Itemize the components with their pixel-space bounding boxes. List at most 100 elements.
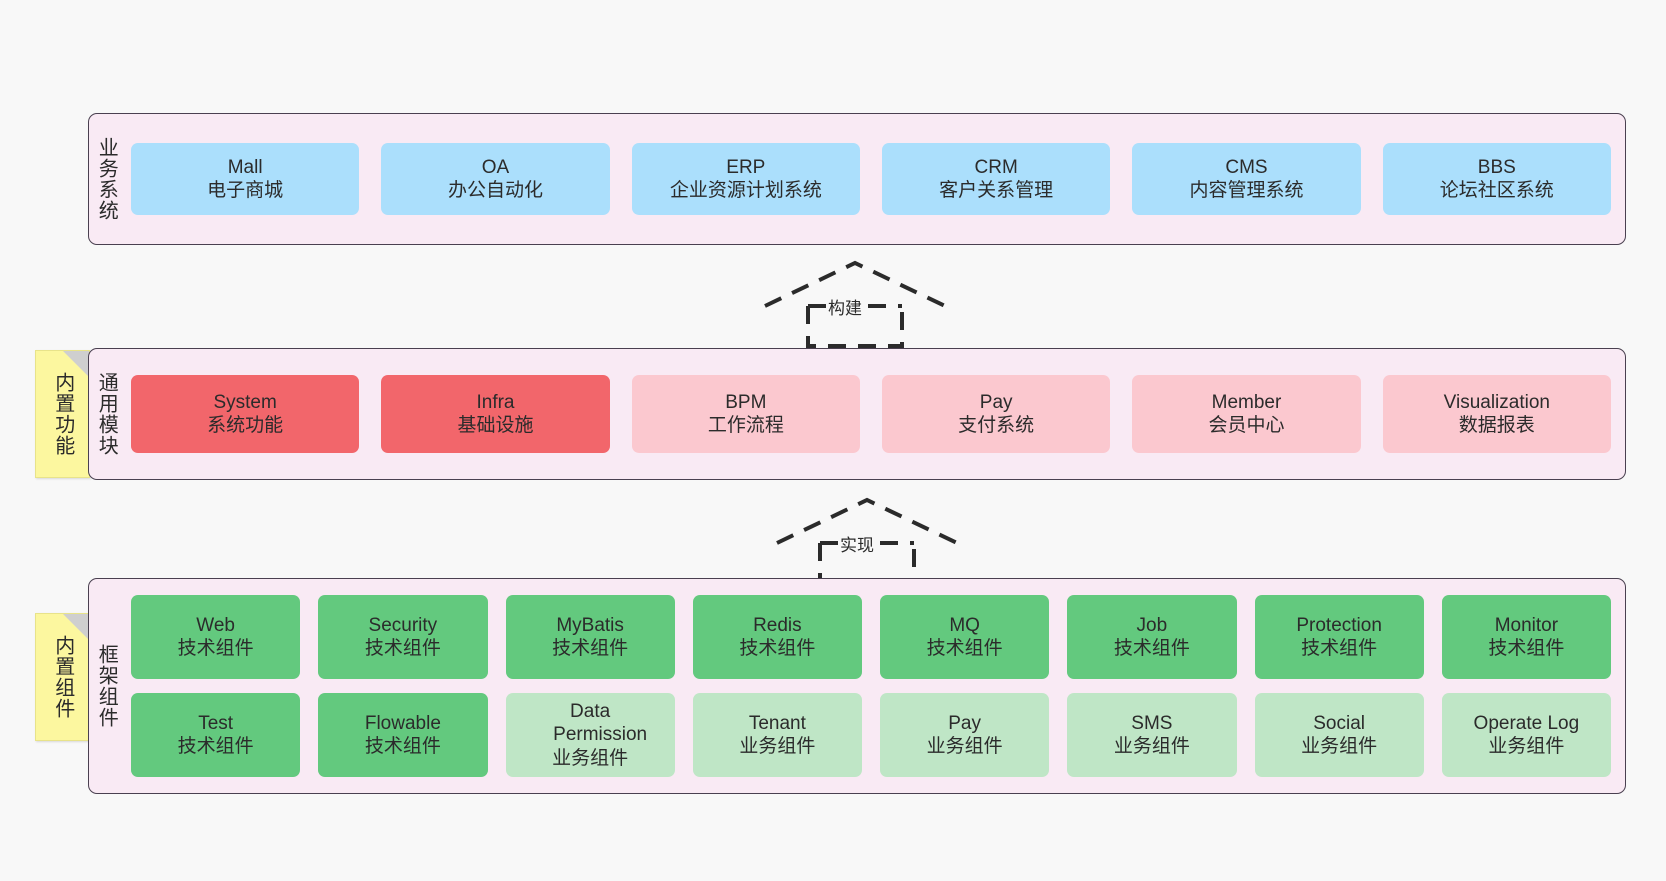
module-card-erp[interactable]: ERP 企业资源计划系统 <box>631 143 860 215</box>
layer-row: Web 技术组件 Security 技术组件 MyBatis 技术组件 Redi… <box>131 595 1611 679</box>
component-subtitle: 业务组件 <box>1488 736 1565 757</box>
component-name: Pay <box>948 712 981 734</box>
component-card-data-permission[interactable]: Data Permission 业务组件 <box>505 693 675 777</box>
module-subtitle: 论坛社区系统 <box>1439 180 1554 201</box>
sticky-note-builtin-features: 内置功能 <box>35 350 90 478</box>
component-card-web[interactable]: Web 技术组件 <box>131 595 301 679</box>
module-name: BPM <box>725 391 767 413</box>
layer-title-framework-components: 框架组件 <box>95 644 118 728</box>
component-card-social[interactable]: Social 业务组件 <box>1254 693 1424 777</box>
component-card-monitor[interactable]: Monitor 技术组件 <box>1441 595 1611 679</box>
component-subtitle: 业务组件 <box>552 747 629 769</box>
component-card-sms[interactable]: SMS 业务组件 <box>1067 693 1237 777</box>
component-subtitle: 技术组件 <box>1488 638 1565 659</box>
generalization-triangle-icon <box>764 260 946 308</box>
module-name: OA <box>481 156 510 178</box>
module-name: Infra <box>476 391 515 413</box>
module-name: CRM <box>974 156 1018 178</box>
layer-body-framework-components: Web 技术组件 Security 技术组件 MyBatis 技术组件 Redi… <box>123 579 1625 793</box>
component-name: Job <box>1136 614 1168 636</box>
layer-row: Mall 电子商城 OA 办公自动化 ERP 企业资源计划系统 CRM 客户关系… <box>131 143 1611 215</box>
layer-framework-components: 框架组件 Web 技术组件 Security 技术组件 MyBatis 技术组件… <box>88 578 1626 794</box>
component-name: Web <box>196 614 235 636</box>
component-card-operate-log[interactable]: Operate Log 业务组件 <box>1441 693 1611 777</box>
component-name: Test <box>198 712 234 734</box>
component-card-security[interactable]: Security 技术组件 <box>318 595 488 679</box>
connector-build: 构建 <box>760 258 950 350</box>
module-subtitle: 电子商城 <box>207 180 284 201</box>
layer-row: System 系统功能 Infra 基础设施 BPM 工作流程 Pay 支付系统… <box>131 375 1611 453</box>
module-subtitle: 工作流程 <box>707 415 784 436</box>
module-card-infra[interactable]: Infra 基础设施 <box>381 375 610 453</box>
component-card-test[interactable]: Test 技术组件 <box>131 693 301 777</box>
component-name: Redis <box>753 614 802 636</box>
module-name: Pay <box>979 391 1013 413</box>
component-name: MyBatis <box>556 614 624 636</box>
layer-row: Test 技术组件 Flowable 技术组件 Data Permission … <box>131 693 1611 777</box>
component-name: MQ <box>949 614 980 636</box>
layer-business-systems: 业务系统 Mall 电子商城 OA 办公自动化 ERP 企业资源计划系统 CRM… <box>88 113 1626 245</box>
module-name: Mall <box>227 156 263 178</box>
component-name: Protection <box>1296 614 1382 636</box>
connector-shaft <box>818 543 916 585</box>
component-card-pay[interactable]: Pay 业务组件 <box>880 693 1050 777</box>
component-card-mybatis[interactable]: MyBatis 技术组件 <box>505 595 675 679</box>
component-name: Tenant <box>748 712 806 734</box>
module-card-member[interactable]: Member 会员中心 <box>1132 375 1361 453</box>
module-card-bpm[interactable]: BPM 工作流程 <box>631 375 860 453</box>
component-subtitle: 业务组件 <box>739 736 816 757</box>
module-card-pay[interactable]: Pay 支付系统 <box>881 375 1111 453</box>
note-fold-corner-icon <box>63 614 89 640</box>
component-subtitle: 技术组件 <box>364 638 441 659</box>
component-card-flowable[interactable]: Flowable 技术组件 <box>318 693 488 777</box>
component-subtitle: 技术组件 <box>1113 638 1190 659</box>
component-card-job[interactable]: Job 技术组件 <box>1067 595 1237 679</box>
connector-shaft <box>806 306 904 348</box>
sticky-note-builtin-components: 内置组件 <box>35 613 90 741</box>
component-name: Data Permission <box>553 701 648 746</box>
module-name: System <box>213 391 277 413</box>
module-name: Member <box>1211 391 1282 413</box>
module-card-crm[interactable]: CRM 客户关系管理 <box>881 143 1111 215</box>
component-subtitle: 技术组件 <box>926 638 1003 659</box>
component-name: Operate Log <box>1473 712 1580 734</box>
sticky-note-label: 内置组件 <box>51 635 74 719</box>
layer-title-business-systems: 业务系统 <box>95 137 118 221</box>
module-card-visualization[interactable]: Visualization 数据报表 <box>1382 375 1611 453</box>
sticky-note-label: 内置功能 <box>51 372 74 456</box>
component-name: Social <box>1313 712 1365 734</box>
component-card-protection[interactable]: Protection 技术组件 <box>1254 595 1424 679</box>
layer-common-modules: 通用模块 System 系统功能 Infra 基础设施 BPM 工作流程 Pay… <box>88 348 1626 480</box>
module-card-oa[interactable]: OA 办公自动化 <box>381 143 610 215</box>
component-subtitle: 技术组件 <box>177 736 254 757</box>
module-subtitle: 内容管理系统 <box>1189 180 1304 201</box>
component-card-redis[interactable]: Redis 技术组件 <box>692 595 862 679</box>
component-subtitle: 业务组件 <box>1113 736 1190 757</box>
note-fold-corner-icon <box>63 351 89 377</box>
connector-label-implement: 实现 <box>838 531 876 556</box>
module-subtitle: 会员中心 <box>1208 415 1285 436</box>
module-card-system[interactable]: System 系统功能 <box>131 375 360 453</box>
module-subtitle: 数据报表 <box>1458 415 1535 436</box>
component-name: Flowable <box>364 712 441 734</box>
module-subtitle: 企业资源计划系统 <box>669 180 822 201</box>
layer-body-common-modules: System 系统功能 Infra 基础设施 BPM 工作流程 Pay 支付系统… <box>123 349 1625 479</box>
module-subtitle: 基础设施 <box>457 415 534 436</box>
layer-title-common-modules: 通用模块 <box>95 372 118 456</box>
component-card-tenant[interactable]: Tenant 业务组件 <box>692 693 862 777</box>
module-name: BBS <box>1477 156 1516 178</box>
component-subtitle: 技术组件 <box>177 638 254 659</box>
module-card-cms[interactable]: CMS 内容管理系统 <box>1132 143 1361 215</box>
module-card-mall[interactable]: Mall 电子商城 <box>131 143 360 215</box>
component-card-mq[interactable]: MQ 技术组件 <box>880 595 1050 679</box>
component-subtitle: 业务组件 <box>1301 736 1378 757</box>
component-subtitle: 技术组件 <box>364 736 441 757</box>
component-subtitle: 技术组件 <box>739 638 816 659</box>
connector-implement: 实现 <box>772 495 962 587</box>
module-name: ERP <box>726 156 766 178</box>
module-card-bbs[interactable]: BBS 论坛社区系统 <box>1382 143 1611 215</box>
component-name: Monitor <box>1494 614 1559 636</box>
module-name: CMS <box>1225 156 1268 178</box>
generalization-triangle-icon <box>776 497 958 545</box>
